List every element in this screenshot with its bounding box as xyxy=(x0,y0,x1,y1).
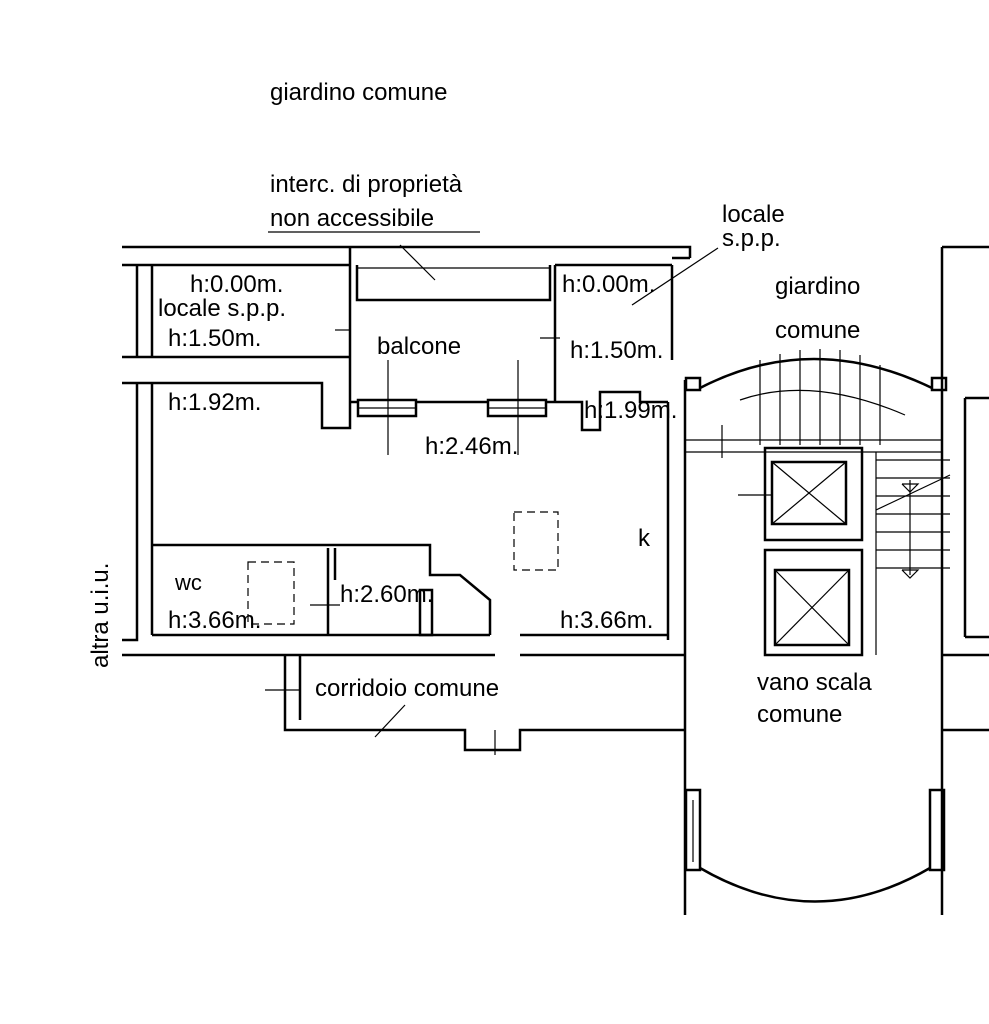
label-giardino-right-1: giardino xyxy=(775,273,860,300)
label-h-366-left: h:3.66m. xyxy=(168,607,261,634)
label-wc: wc xyxy=(174,570,202,595)
label-interc-line2: non accessibile xyxy=(270,205,434,232)
label-h-246: h:2.46m. xyxy=(425,433,518,460)
stair-treads-right xyxy=(875,452,951,655)
label-h-right-150: h:1.50m. xyxy=(570,337,663,364)
wc-fixture-outline xyxy=(247,561,295,625)
label-h-left-150: h:1.50m. xyxy=(168,325,261,352)
label-giardino-top: giardino comune xyxy=(270,79,447,106)
label-h-366-right: h:3.66m. xyxy=(560,607,653,634)
label-interc-line1: interc. di proprietà xyxy=(270,171,463,198)
label-h-260: h:2.60m. xyxy=(340,581,433,608)
label-balcone: balcone xyxy=(377,333,461,360)
labels: giardino comune interc. di proprietà non… xyxy=(87,79,872,728)
label-locale-right-1: locale xyxy=(722,201,785,228)
stairwell xyxy=(683,245,989,915)
label-h-199: h:1.99m. xyxy=(584,397,677,424)
label-h-left-top: h:0.00m. xyxy=(190,271,283,298)
label-altra-uiu: altra u.i.u. xyxy=(87,563,114,668)
label-locale-right-2: s.p.p. xyxy=(722,225,781,252)
walls xyxy=(122,245,692,752)
kitchen-fixture-outline xyxy=(513,511,559,571)
label-giardino-right-2: comune xyxy=(775,317,860,344)
label-vano-line1: vano scala xyxy=(757,669,872,696)
label-vano-line2: comune xyxy=(757,701,842,728)
label-h-right-top: h:0.00m. xyxy=(562,271,655,298)
label-corridoio: corridoio comune xyxy=(315,675,499,702)
leader-lines xyxy=(265,231,719,755)
label-k: k xyxy=(638,525,651,552)
label-h-192: h:1.92m. xyxy=(168,389,261,416)
label-locale-left: locale s.p.p. xyxy=(158,295,286,322)
